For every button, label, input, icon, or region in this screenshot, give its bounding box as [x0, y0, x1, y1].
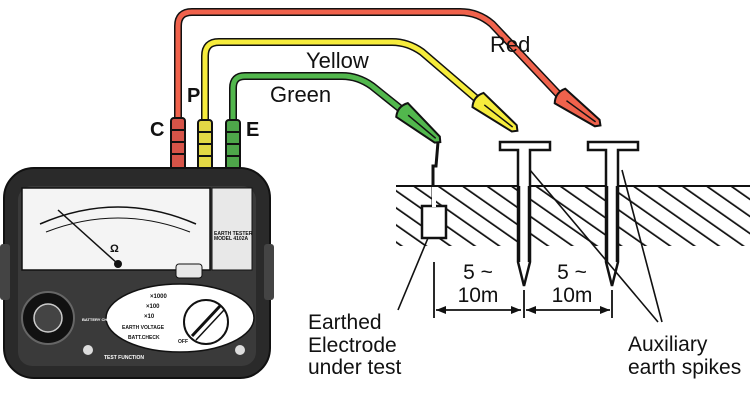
meter-range-1000: ×1000: [150, 294, 167, 300]
terminal-p-plug: [197, 119, 213, 175]
meter-test-function: TEST FUNCTION: [104, 355, 144, 361]
meter-off-label: OFF: [178, 339, 188, 345]
meter-ohm-symbol: Ω: [110, 243, 119, 255]
earthed-electrode: [420, 141, 448, 240]
terminal-e-label: E: [246, 119, 260, 141]
yellow-wire-label: Yellow: [306, 48, 369, 73]
terminal-c-label: C: [150, 119, 165, 141]
ground: [396, 185, 750, 246]
terminal-c-plug: [170, 117, 186, 175]
meter-range-10: ×10: [144, 314, 155, 320]
spikes-leader: [529, 169, 663, 323]
green-wire-label: Green: [270, 82, 332, 107]
meter-battery-check-side: BATTERY CHK: [82, 317, 111, 322]
spacing-label-first: 5 ~ 10m: [457, 261, 499, 307]
meter-battery-check: BATT.CHECK: [128, 335, 160, 341]
terminal-e-plug: [225, 119, 241, 175]
red-wire-label: Red: [490, 32, 531, 57]
green-clip: [395, 101, 442, 144]
terminal-p-label: P: [187, 85, 201, 107]
earth-tester: [0, 167, 274, 379]
spacing-label-second: 5 ~ 10m: [551, 261, 593, 307]
electrode-note: Earthed Electrode under test: [308, 311, 402, 380]
red-clip: [553, 87, 602, 128]
dimension-second: [523, 290, 613, 318]
dimension-first: [433, 262, 521, 318]
meter-model-badge: EARTH TESTER MODEL 4102A: [214, 231, 253, 242]
spikes-note: Auxiliary earth spikes: [628, 333, 742, 379]
meter-range-100: ×100: [146, 304, 160, 310]
meter-earth-voltage: EARTH VOLTAGE: [122, 325, 165, 331]
yellow-clip: [471, 91, 519, 133]
electrode-leader: [397, 237, 429, 311]
